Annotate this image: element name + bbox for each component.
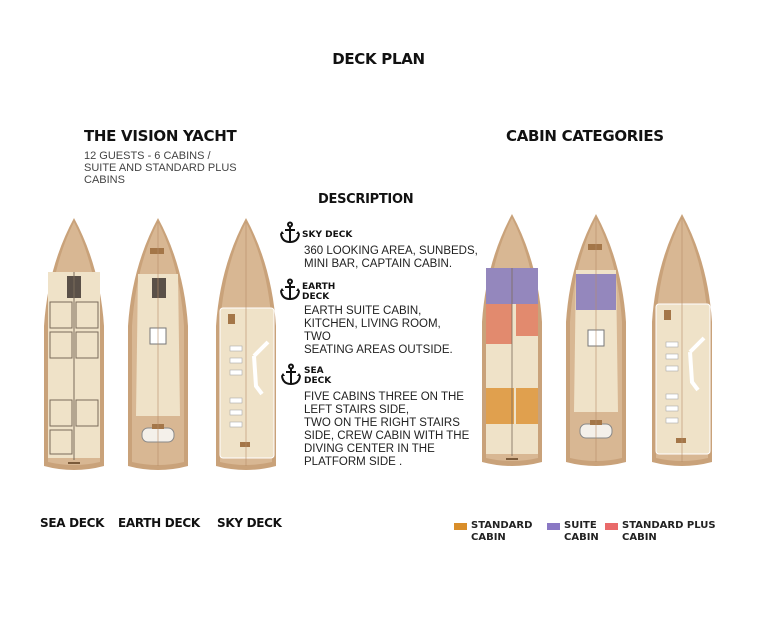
- yacht-name: THE VISION YACHT: [84, 127, 237, 145]
- description-heading: SKY DECK: [302, 230, 353, 240]
- earth-deck-plan: [128, 218, 188, 470]
- page-title: DECK PLAN: [332, 50, 425, 68]
- description-heading: SEA DECK: [304, 366, 332, 386]
- legend-standard-plus-cabin: STANDARD PLUS CABIN: [605, 520, 716, 544]
- legend-label: STANDARD CABIN: [471, 520, 533, 543]
- deck-label-sky: SKY DECK: [217, 516, 282, 530]
- legend-swatch: [605, 523, 618, 530]
- anchor-icon: [280, 221, 300, 244]
- description-heading: EARTH DECK: [302, 282, 336, 302]
- legend-label: STANDARD PLUS CABIN: [622, 520, 716, 543]
- sea-deck-plan: [44, 218, 104, 470]
- legend-swatch: [454, 523, 467, 530]
- sky-deck-categories-plan: [652, 214, 712, 466]
- legend-label: SUITE CABIN: [564, 520, 599, 543]
- description-text: FIVE CABINS THREE ON THE LEFT STAIRS SID…: [304, 391, 470, 468]
- deck-label-sea: SEA DECK: [40, 516, 105, 530]
- sky-deck-plan: [216, 218, 276, 470]
- deck-label-earth: EARTH DECK: [118, 516, 200, 530]
- earth-deck-categories-plan: [566, 214, 626, 466]
- legend-suite-cabin: SUITE CABIN: [547, 520, 599, 544]
- cabin-categories-title: CABIN CATEGORIES: [506, 127, 664, 145]
- sea-deck-categories-plan: [482, 214, 542, 466]
- description-title: DESCRIPTION: [318, 192, 414, 207]
- legend-swatch: [547, 523, 560, 530]
- description-text: 360 LOOKING AREA, SUNBEDS, MINI BAR, CAP…: [304, 245, 478, 270]
- description-text: EARTH SUITE CABIN, KITCHEN, LIVING ROOM,…: [304, 305, 453, 356]
- anchor-icon: [280, 278, 300, 301]
- anchor-icon: [281, 363, 301, 386]
- legend-standard-cabin: STANDARD CABIN: [454, 520, 532, 544]
- yacht-subtitle: 12 GUESTS - 6 CABINS / SUITE AND STANDAR…: [84, 150, 237, 186]
